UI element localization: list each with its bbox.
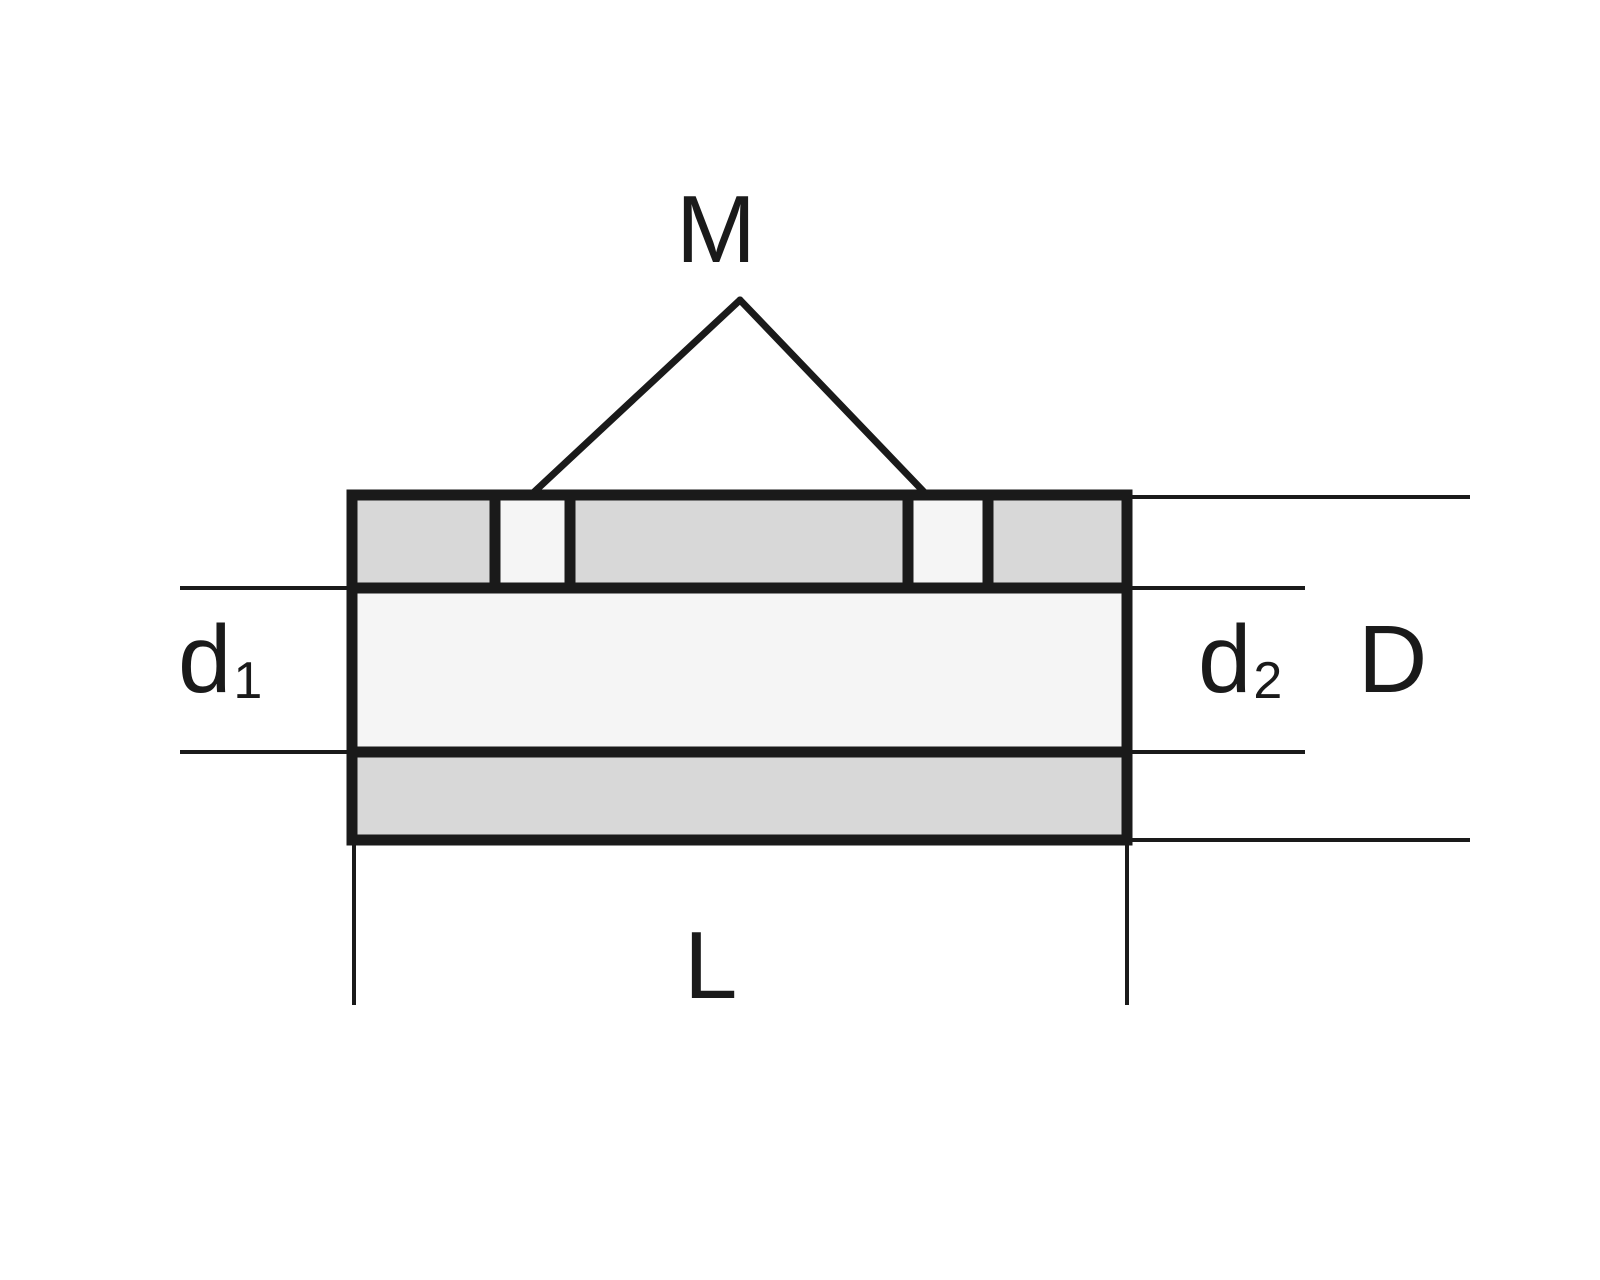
leader-line-M-left (529, 296, 744, 497)
label-L-text: L (684, 912, 738, 1019)
layer-middle-core (352, 588, 1127, 752)
label-d1: d1 (178, 612, 263, 710)
label-M-text: M (676, 176, 756, 283)
label-d2: d2 (1198, 612, 1283, 710)
label-D: D (1358, 612, 1427, 708)
label-d2-subscript: 2 (1253, 652, 1283, 710)
label-D-text: D (1358, 606, 1428, 713)
body-outline (346, 489, 1133, 846)
segment-light-2 (908, 495, 988, 588)
segment-light-1 (495, 495, 570, 588)
label-M: M (676, 182, 756, 278)
label-L: L (684, 918, 737, 1014)
layer-bottom (352, 752, 1127, 840)
segment-gray-3 (988, 495, 1127, 588)
segment-gray-1 (352, 495, 495, 588)
label-d1-subscript: 1 (233, 652, 263, 710)
label-d2-base: d (1198, 606, 1252, 713)
layer-top-segmented (352, 495, 1127, 588)
leader-line-M-right (736, 296, 929, 497)
segment-gray-2 (570, 495, 908, 588)
label-d1-base: d (178, 606, 232, 713)
